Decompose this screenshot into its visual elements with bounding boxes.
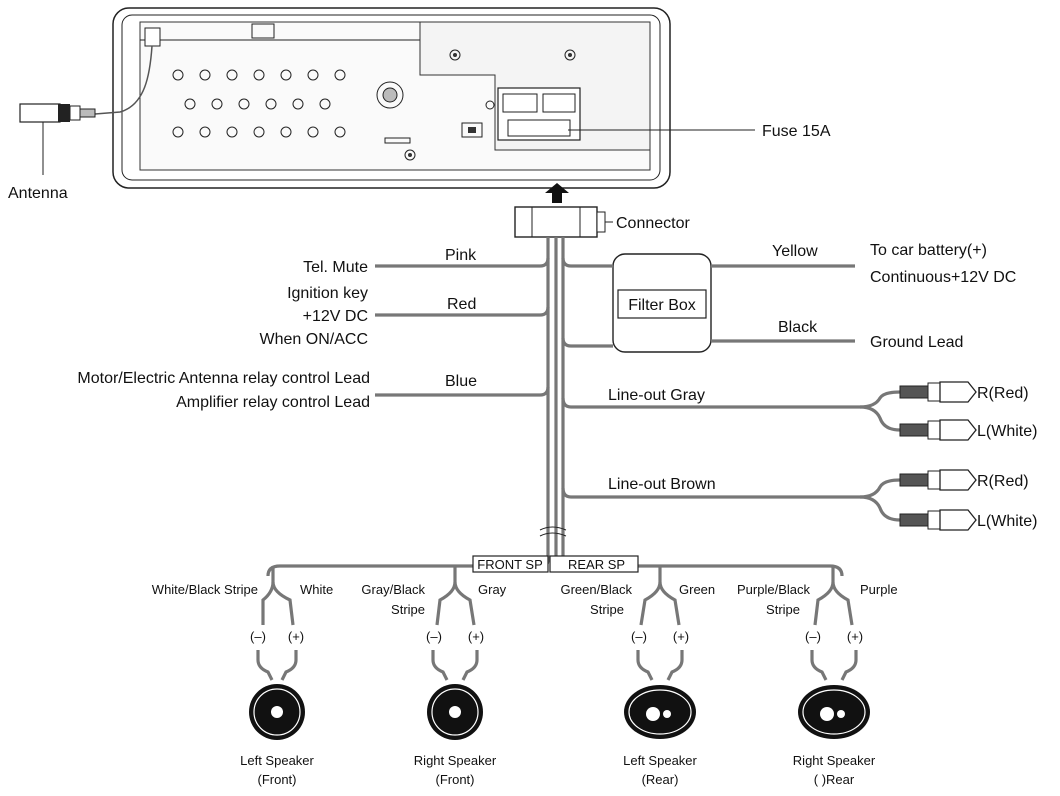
wire-black-color: Black xyxy=(778,319,818,336)
speaker-3-name-line2: (Rear) xyxy=(642,772,679,787)
antenna-plug xyxy=(19,45,153,175)
wire-lineout-brown-l xyxy=(859,495,901,522)
speaker-1-pos: (+) xyxy=(288,629,304,644)
ground-label: Ground Lead xyxy=(870,334,963,351)
speaker-4-neg-wire-line2: Stripe xyxy=(766,602,800,617)
gray-l-label: L(White) xyxy=(977,423,1037,440)
brown-l-label: L(White) xyxy=(977,513,1037,530)
wire-lineout-gray-l xyxy=(859,405,901,432)
antenna-relay-label-line1: Motor/Electric Antenna relay control Lea… xyxy=(77,370,370,387)
speaker-4-pos-wire: Purple xyxy=(860,582,898,597)
rca-plug-brown-l xyxy=(899,509,977,531)
speaker-1-wires xyxy=(256,566,298,681)
wire-pink xyxy=(375,257,550,268)
speaker-2-name-line1: Right Speaker xyxy=(414,753,497,768)
speaker-4-pos: (+) xyxy=(847,629,863,644)
speaker-1-neg-wire: White/Black Stripe xyxy=(152,582,258,597)
front-sp-label: FRONT SP xyxy=(477,557,543,572)
ignition-label-line3: When ON/ACC xyxy=(260,331,368,348)
filter-box-label: Filter Box xyxy=(628,297,696,314)
rca-plug-gray-r xyxy=(899,381,977,403)
speaker-2-neg: (–) xyxy=(426,629,442,644)
speaker-3-wires xyxy=(636,566,684,681)
antenna-label: Antenna xyxy=(8,185,68,202)
speaker-3-neg-wire-line1: Green/Black xyxy=(560,582,632,597)
speaker-2-pos-wire: Gray xyxy=(478,582,507,597)
lineout-gray-label: Line-out Gray xyxy=(608,387,705,404)
wire-pink-color: Pink xyxy=(445,247,477,264)
speaker-2-neg-wire-line1: Gray/Black xyxy=(361,582,425,597)
speaker-front-right-icon xyxy=(427,684,483,740)
vent-holes xyxy=(172,69,346,138)
speaker-3-name-line1: Left Speaker xyxy=(623,753,697,768)
speaker-rear-left-icon xyxy=(624,685,696,739)
speaker-rear-right-icon xyxy=(798,685,870,739)
connector-label: Connector xyxy=(616,215,690,232)
ignition-label-line2: +12V DC xyxy=(303,308,368,325)
speaker-2-neg-wire-line2: Stripe xyxy=(391,602,425,617)
wire-yellow-color: Yellow xyxy=(772,243,818,260)
rear-sp-label: REAR SP xyxy=(568,557,625,572)
speaker-4-neg-wire-line1: Purple/Black xyxy=(737,582,810,597)
antenna-relay-label-line2: Amplifier relay control Lead xyxy=(176,394,370,411)
ignition-label-line1: Ignition key xyxy=(287,285,368,302)
speaker-1-pos-wire: White xyxy=(300,582,333,597)
speaker-3-neg: (–) xyxy=(631,629,647,644)
connector-plug xyxy=(514,206,606,238)
speaker-2-pos: (+) xyxy=(468,629,484,644)
rear-sp-tag xyxy=(549,555,639,573)
speaker-2-wires xyxy=(431,566,479,681)
wire-to-filter-bottom xyxy=(561,337,613,348)
speaker-1-name-line1: Left Speaker xyxy=(240,753,314,768)
rca-plug-brown-r xyxy=(899,469,977,491)
speaker-3-pos: (+) xyxy=(673,629,689,644)
wire-lineout-gray-r xyxy=(561,390,901,409)
arrow-up-icon xyxy=(545,183,569,203)
head-unit xyxy=(112,7,671,189)
fuse-label: Fuse 15A xyxy=(762,123,831,140)
lineout-brown-label: Line-out Brown xyxy=(608,476,716,493)
speaker-3-neg-wire-line2: Stripe xyxy=(590,602,624,617)
speaker-2-name-line2: (Front) xyxy=(436,772,475,787)
gray-r-label: R(Red) xyxy=(977,385,1029,402)
speaker-1-name-line2: (Front) xyxy=(258,772,297,787)
wire-red-color: Red xyxy=(447,296,476,313)
battery-label-line1: To car battery(+) xyxy=(870,242,987,259)
speaker-4-neg: (–) xyxy=(805,629,821,644)
wire-to-filter-top xyxy=(561,257,613,268)
wire-blue-color: Blue xyxy=(445,373,477,390)
speaker-1-neg: (–) xyxy=(250,629,266,644)
front-sp-tag xyxy=(472,555,549,573)
speaker-4-name-line2: ( )Rear xyxy=(814,772,855,787)
wire-lineout-brown-r xyxy=(561,478,901,499)
rca-plug-gray-l xyxy=(899,419,977,441)
wire-red xyxy=(375,306,550,317)
wire-blue xyxy=(375,386,550,397)
battery-label-line2: Continuous+12V DC xyxy=(870,269,1016,286)
speaker-4-name-line1: Right Speaker xyxy=(793,753,876,768)
brown-r-label: R(Red) xyxy=(977,473,1029,490)
speaker-front-left-icon xyxy=(249,684,305,740)
speaker-3-pos-wire: Green xyxy=(679,582,715,597)
speaker-4-wires xyxy=(810,566,858,681)
tel-mute-label: Tel. Mute xyxy=(303,259,368,276)
